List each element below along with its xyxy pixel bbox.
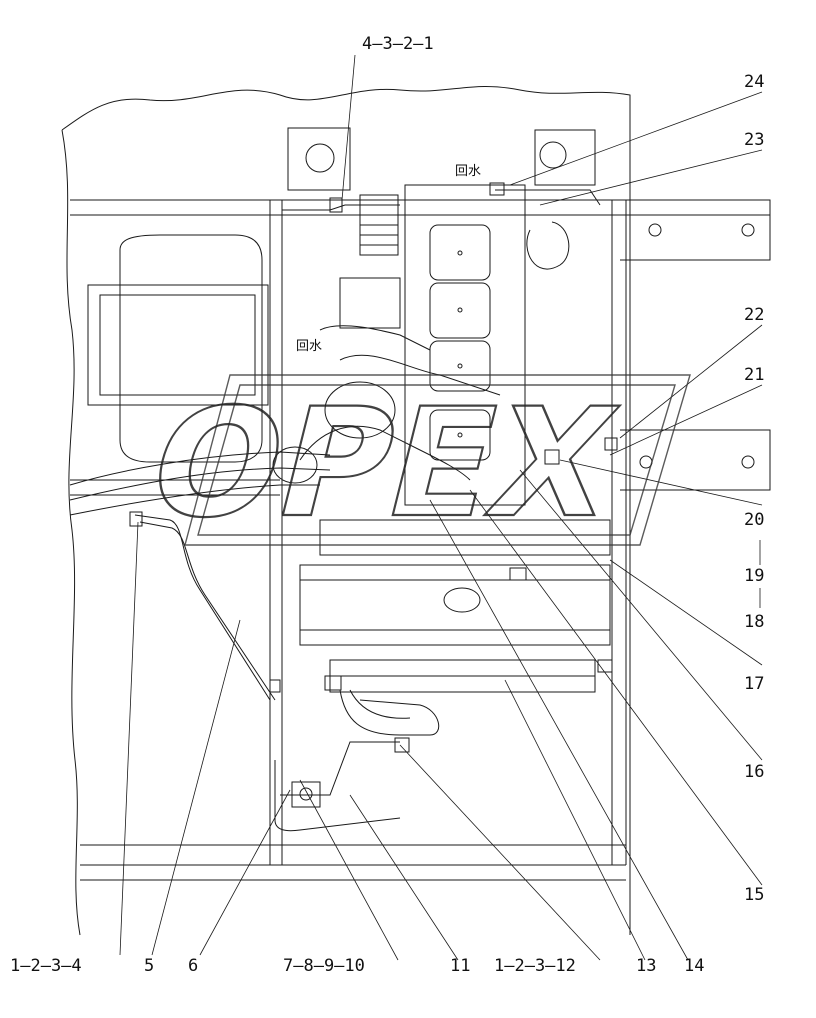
callout-1-2-3-4: 1—2—3—4 [10,956,82,976]
fitting [325,676,341,690]
intake-hose [320,326,430,350]
mount-block-right [535,130,595,185]
callout-21: 21 [744,365,765,385]
return-water-label-top: 回水 [455,164,481,179]
drain-hose-2 [350,690,410,718]
drain-valve-knob [300,788,312,800]
watermark [185,375,690,545]
callout-1-2-3-12: 1—2—3—12 [494,956,576,976]
fitting [510,568,526,580]
engine-block [405,185,525,505]
callout-18: 18 [744,612,765,632]
exhaust-pipe [300,426,470,480]
drain-clamp [395,738,409,752]
curved-hose-right [527,222,569,269]
cylinder [430,225,490,280]
water-pipe-upper [282,205,400,210]
long-drain-pipe [135,515,270,700]
cylinder-center [458,251,462,255]
hose-bundle [70,452,330,485]
bolt [649,224,661,236]
frame-bracket-right [620,200,770,260]
cylinder [430,341,490,391]
callout-15: 15 [744,885,765,905]
break-line-top [62,86,630,935]
drain-valve [292,782,320,807]
frame-cutout [120,235,262,462]
cylinder-center [458,308,462,312]
leader-lines [120,55,762,960]
cross-member-left [88,285,268,405]
callout-17: 17 [744,674,765,694]
break-line-left [62,130,80,935]
cylinder [430,283,490,338]
radiator-core [300,565,610,645]
drain-hose [340,690,439,735]
callout-23: 23 [744,130,765,150]
fitting [605,438,617,450]
callout-20: 20 [744,510,765,530]
drain-line-low [275,760,400,831]
water-pipe-right-upper [495,190,600,205]
watermark-text: OPEX [133,376,632,550]
long-drain-pipe-2 [140,522,275,700]
fitting [490,183,504,195]
return-water-label-left: 回水 [296,339,322,354]
callout-14: 14 [684,956,705,976]
callout-6: 6 [188,956,199,976]
callout-22: 22 [744,305,765,325]
mount-bolt-head [306,144,334,172]
radiator-top-tank [320,520,610,555]
turbocharger [325,382,395,438]
alternator [340,278,400,328]
cylinder-center [458,433,462,437]
hose-bundle [70,485,320,515]
callout-7-8-9-10: 7—8—9—10 [283,956,365,976]
callout-13: 13 [636,956,657,976]
mount-bolt-head-right [540,142,566,168]
bolt [742,456,754,468]
air-cleaner-end [273,447,317,483]
frame-bracket-right-2 [620,430,770,490]
callout-24: 24 [744,72,765,92]
cylinder [430,410,490,460]
mount-block [288,128,350,190]
fitting [330,198,342,212]
callout-11: 11 [450,956,471,976]
fitting [545,450,559,464]
bolt [742,224,754,236]
filler-cap [444,588,480,612]
callout-4-3-2-1: 4—3—2—1 [362,34,434,54]
pipe-clamp [130,512,142,526]
callout-16: 16 [744,762,765,782]
hose-bundle [70,468,330,500]
drain-line [280,742,400,795]
cylinder-center [458,364,462,368]
callout-5: 5 [144,956,155,976]
callout-19: 19 [744,566,765,586]
pipe-clamp [270,680,280,692]
cross-member-left-inner [100,295,255,395]
